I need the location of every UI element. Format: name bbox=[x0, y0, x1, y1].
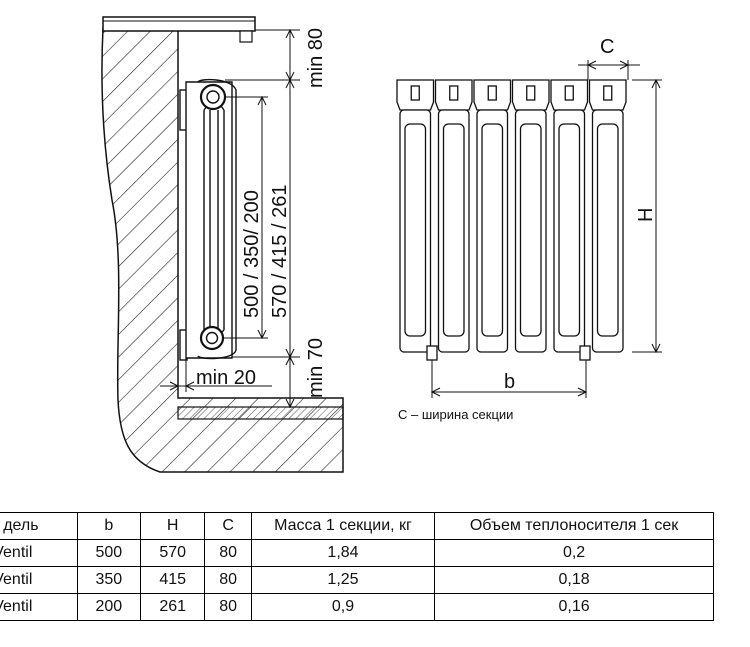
table-header-row: дель b H C Масса 1 секции, кг Объем тепл… bbox=[0, 512, 714, 540]
radiator-section bbox=[396, 79, 435, 353]
cell-mass: 0,9 bbox=[250, 593, 436, 621]
cell-model: 50 Ventil bbox=[0, 566, 78, 594]
radiator-section bbox=[434, 79, 473, 353]
radiator-installation-drawing: min 80 min 70 500 / 350/ 200 570 / 415 /… bbox=[101, 16, 662, 473]
table-row: 00 Ventil 500 570 80 1,84 0,2 bbox=[0, 539, 714, 567]
radiator-section bbox=[588, 79, 627, 353]
cell-volume: 0,18 bbox=[434, 566, 714, 594]
col-model: дель bbox=[0, 512, 78, 540]
cell-b: 500 bbox=[76, 539, 141, 567]
cell-mass: 1,84 bbox=[250, 539, 436, 567]
cell-volume: 0,16 bbox=[434, 593, 714, 621]
dim-min-top: min 80 bbox=[305, 28, 327, 88]
radiator-front-view bbox=[396, 79, 627, 361]
col-volume: Объем теплоносителя 1 сек bbox=[434, 512, 714, 540]
cell-volume: 0,2 bbox=[434, 539, 714, 567]
dim-min-bottom: min 70 bbox=[305, 338, 327, 398]
dim-total-height: 570 / 415 / 261 bbox=[269, 185, 291, 318]
floor-finish bbox=[177, 406, 344, 420]
cell-c: 80 bbox=[204, 593, 252, 621]
front-label-h: H bbox=[635, 208, 657, 222]
cell-b: 200 bbox=[76, 593, 141, 621]
col-b: b bbox=[76, 512, 141, 540]
cell-h: 570 bbox=[139, 539, 206, 567]
radiator-side-view bbox=[179, 78, 237, 361]
cell-model: 00 Ventil bbox=[0, 593, 78, 621]
cell-c: 80 bbox=[204, 566, 252, 594]
cell-mass: 1,25 bbox=[250, 566, 436, 594]
cell-model: 00 Ventil bbox=[0, 539, 78, 567]
dim-axis-spacing: 500 / 350/ 200 bbox=[241, 190, 263, 318]
cell-b: 350 bbox=[76, 566, 141, 594]
cell-h: 261 bbox=[139, 593, 206, 621]
front-dimension-lines bbox=[430, 60, 662, 398]
window-sill bbox=[102, 16, 256, 43]
cell-h: 415 bbox=[139, 566, 206, 594]
front-label-c: C bbox=[600, 36, 614, 58]
radiator-section bbox=[550, 79, 589, 353]
side-dimension-lines bbox=[160, 28, 343, 409]
cell-c: 80 bbox=[204, 539, 252, 567]
table-row: 50 Ventil 350 415 80 1,25 0,18 bbox=[0, 566, 714, 594]
col-h: H bbox=[139, 512, 206, 540]
radiator-section bbox=[511, 79, 550, 353]
spec-table-container: дель b H C Масса 1 секции, кг Объем тепл… bbox=[0, 512, 750, 624]
col-mass: Масса 1 секции, кг bbox=[250, 512, 436, 540]
table-row: 00 Ventil 200 261 80 0,9 0,16 bbox=[0, 593, 714, 621]
front-label-b: b bbox=[504, 371, 515, 393]
legend-section-width: С – ширина секции bbox=[398, 407, 513, 422]
spec-table: дель b H C Масса 1 секции, кг Объем тепл… bbox=[0, 512, 714, 621]
col-c: C bbox=[204, 512, 252, 540]
radiator-section bbox=[473, 79, 512, 353]
dim-min-wall: min 20 bbox=[196, 367, 256, 389]
